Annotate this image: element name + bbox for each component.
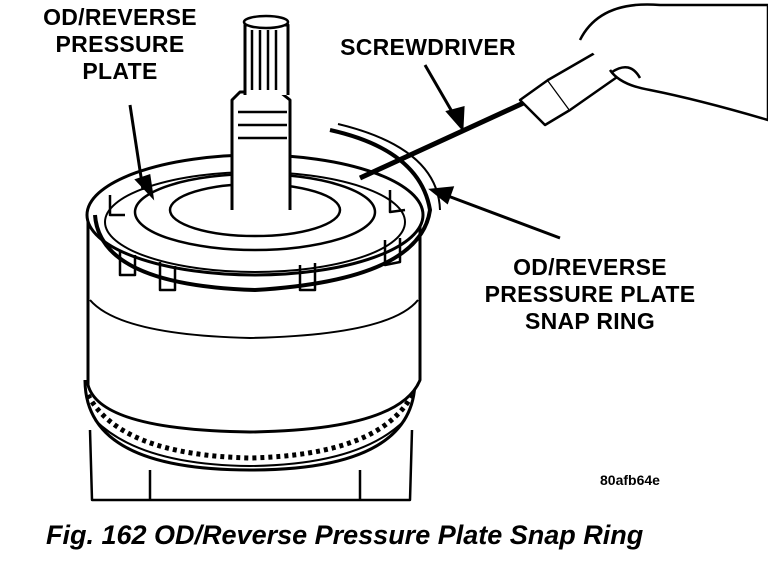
input-shaft [230, 90, 292, 210]
snap-ring [93, 128, 432, 292]
clutch-drum [86, 215, 422, 434]
hand [578, 3, 768, 122]
snap-ring-leader [439, 191, 561, 240]
snap-ring-label: OD/REVERSE PRESSURE PLATE SNAP RING [484, 254, 696, 334]
screwdriver-label: SCREWDRIVER [340, 34, 516, 60]
pressure-plate-label: OD/REVERSE PRESSURE PLATE [43, 4, 197, 84]
figure-code: 80afb64e [600, 472, 660, 488]
figure-caption: Fig. 162 OD/Reverse Pressure Plate Snap … [46, 520, 644, 550]
plate-leader [128, 104, 145, 191]
